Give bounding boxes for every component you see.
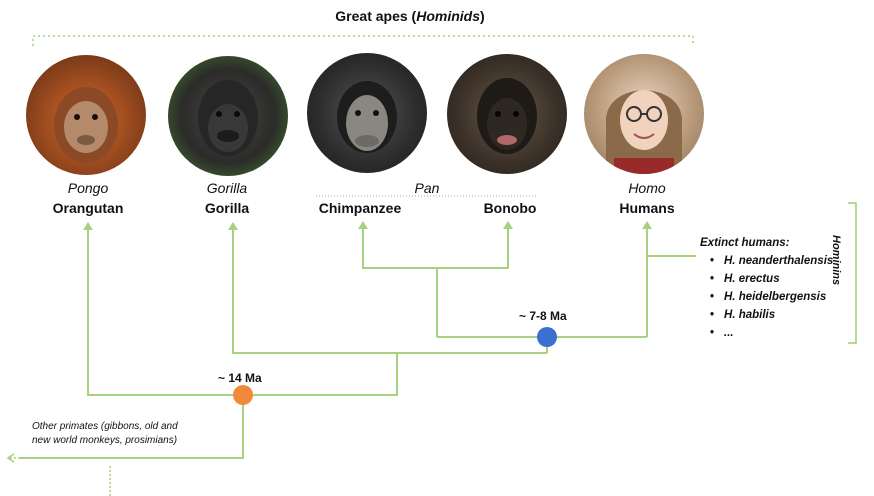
chimpanzee-face-icon xyxy=(337,81,397,153)
tree-branches xyxy=(20,227,696,459)
hominin-node-label: ~ 7-8 Ma xyxy=(519,309,567,323)
pongo-genus-label: Pongo xyxy=(67,180,109,196)
extinct-humans-heading: Extinct humans: xyxy=(700,237,790,249)
human-photo xyxy=(584,54,704,174)
arrowheads xyxy=(83,221,652,230)
gorilla-face-icon xyxy=(198,80,258,156)
list-item: H. erectus xyxy=(710,270,833,288)
chimpanzee-photo xyxy=(307,53,427,173)
gorilla-photo xyxy=(168,56,288,176)
gorilla-genus-label: Gorilla xyxy=(206,180,248,196)
outgroup-note-line2: new world monkeys, prosimians) xyxy=(32,435,178,446)
humans-label: Humans xyxy=(619,200,675,216)
pan-genus-label: Pan xyxy=(414,180,440,196)
hominid-node-label: ~ 14 Ma xyxy=(218,371,262,385)
outgroup-note: Other primates (gibbons, old and new wor… xyxy=(32,420,178,448)
great-apes-bracket xyxy=(32,35,694,46)
gorilla-label: Gorilla xyxy=(204,200,250,216)
chimpanzee-label: Chimpanzee xyxy=(318,200,402,216)
bonobo-face-icon xyxy=(477,78,537,154)
list-item: H. neanderthalensis xyxy=(710,252,833,270)
hominid-node xyxy=(233,385,253,405)
title-italic: Hominids xyxy=(416,8,481,24)
orangutan-photo xyxy=(26,55,146,175)
list-item: H. heidelbergensis xyxy=(710,288,833,306)
orangutan-label: Orangutan xyxy=(52,200,124,216)
list-item: H. habilis xyxy=(710,306,833,324)
homo-genus-label: Homo xyxy=(628,180,666,196)
hominin-node xyxy=(537,327,557,347)
hominins-bracket xyxy=(848,202,857,344)
human-face-icon xyxy=(605,90,683,174)
list-item: ... xyxy=(710,324,833,342)
bonobo-label: Bonobo xyxy=(483,200,537,216)
orangutan-face-icon xyxy=(54,87,118,163)
title-prefix: Great apes ( xyxy=(335,8,417,24)
hominins-label: Hominins xyxy=(830,235,842,286)
bonobo-photo xyxy=(447,54,567,174)
diagram-title: Great apes (Hominids) xyxy=(0,8,820,24)
extinct-humans-list: Extinct humans: H. neanderthalensis H. e… xyxy=(700,234,833,342)
outgroup-note-line1: Other primates (gibbons, old and xyxy=(32,421,178,432)
title-suffix: ) xyxy=(480,8,485,24)
